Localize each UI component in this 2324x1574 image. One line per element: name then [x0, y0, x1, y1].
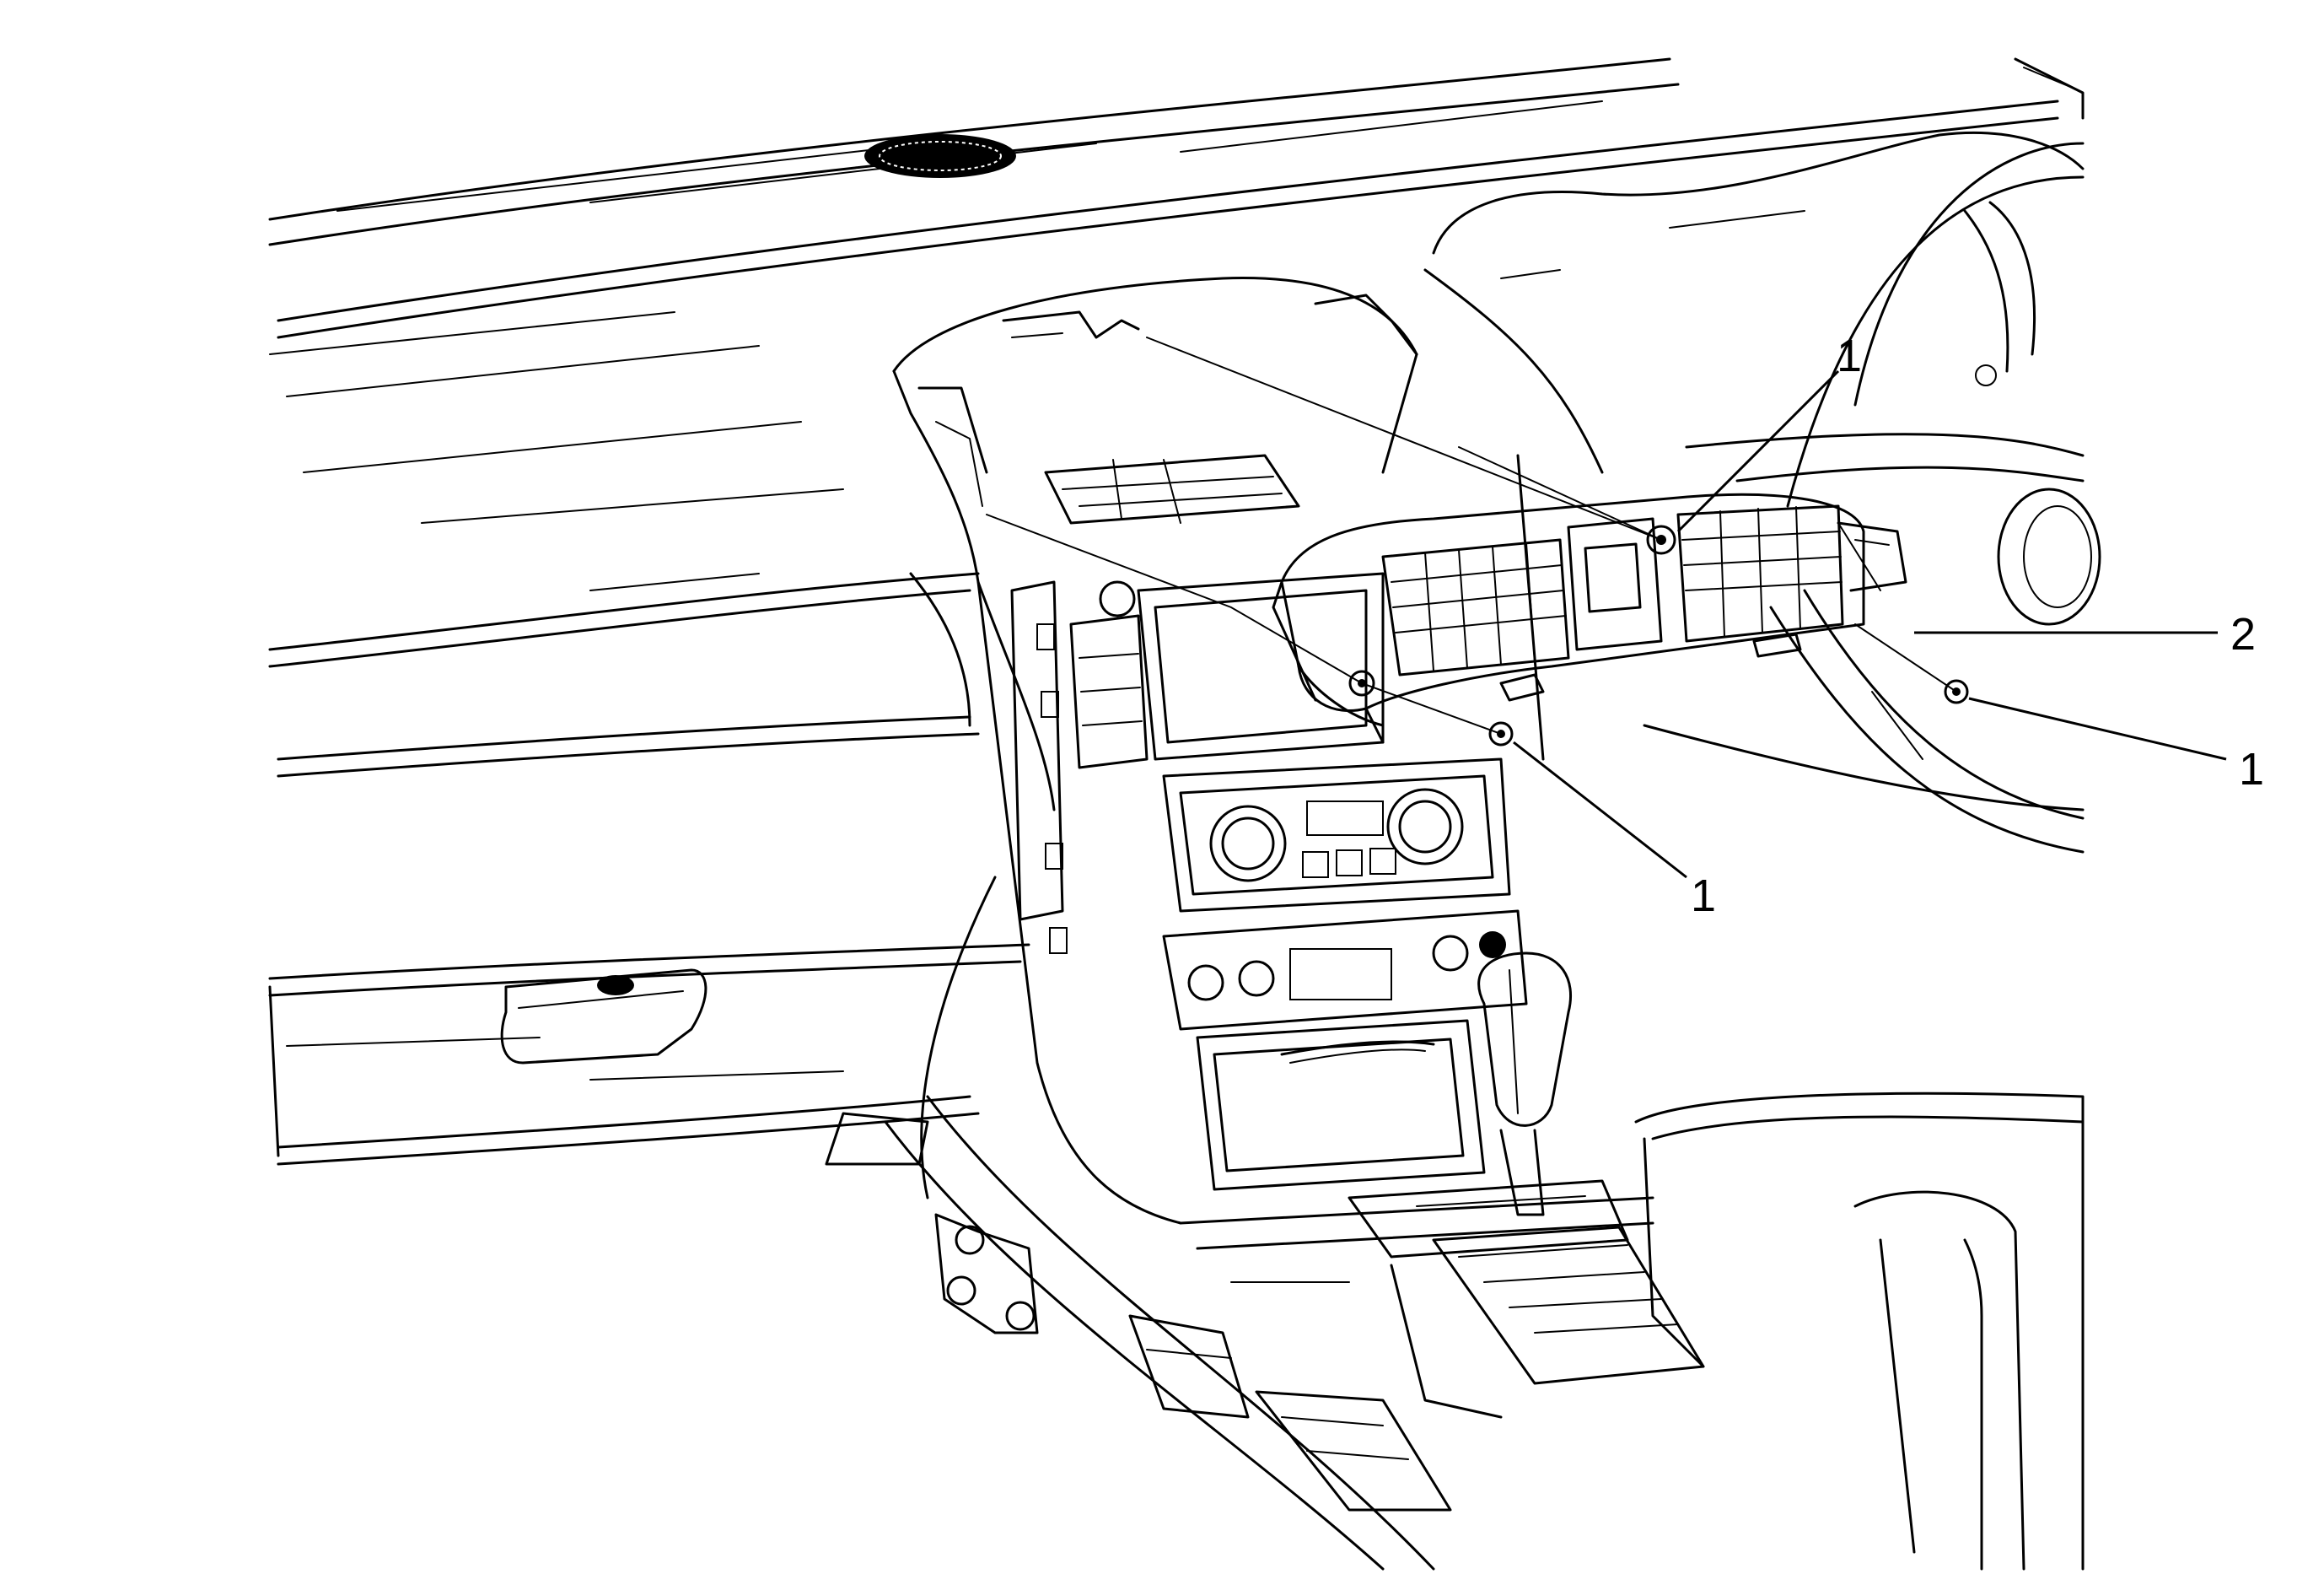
glove-box	[268, 876, 1030, 1199]
callout-fastener-lower: 1	[1513, 741, 1716, 921]
callout-label: 1	[1691, 871, 1716, 921]
center-console	[1179, 1092, 2085, 1571]
callout-label: 1	[2239, 744, 2264, 795]
lower-brackets	[825, 1095, 1452, 1571]
speaker-grille	[864, 134, 1016, 178]
instrument-cluster-area	[1423, 131, 2101, 854]
center-air-vent-assembly	[1272, 493, 1907, 744]
callout-vent-assembly: 2	[1914, 609, 2256, 660]
fasteners	[1348, 525, 1969, 747]
callout-label: 2	[2230, 609, 2256, 660]
callout-fastener-top: 1	[1676, 331, 1862, 533]
callout-label: 1	[1837, 331, 1862, 381]
glove-box-handle	[500, 968, 707, 1065]
callout-fastener-right: 1	[1968, 697, 2264, 795]
center-stack	[892, 277, 1545, 1225]
alignment-lines	[986, 337, 1957, 735]
passenger-dash-panel	[268, 311, 1056, 811]
dash-top-panel	[268, 57, 2085, 339]
